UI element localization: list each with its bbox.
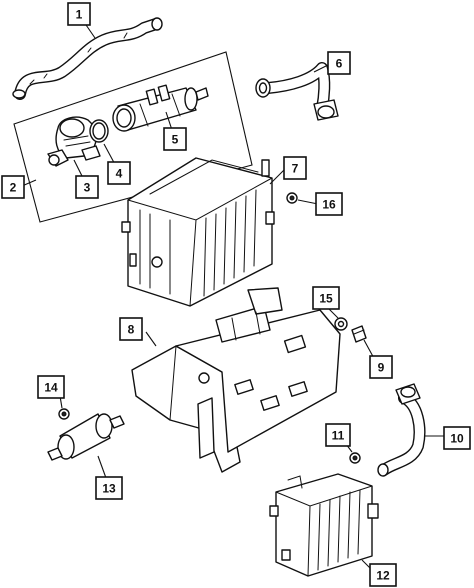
callout-11-label: 11: [332, 429, 345, 443]
callout-7-label: 7: [292, 162, 299, 176]
callout-12-label: 12: [376, 569, 390, 583]
callout-11: 11: [325, 423, 351, 447]
part-clip-nut: [286, 192, 298, 204]
part-o-ring: [89, 119, 109, 143]
part-filter-nut: [58, 408, 70, 420]
assembly-group-outline: [13, 51, 253, 223]
callout-15: 15: [312, 286, 340, 310]
part-vapor-canister: [121, 157, 275, 307]
callout-3: 3: [75, 175, 99, 199]
callout-15-label: 15: [319, 292, 333, 306]
part-pump-cylinder: [112, 84, 209, 132]
callout-4-label: 4: [116, 167, 123, 181]
callout-10: 10: [443, 426, 471, 450]
part-lower-canister: [269, 473, 379, 577]
callout-6: 6: [327, 51, 351, 75]
callout-3-label: 3: [84, 181, 91, 195]
callout-5-label: 5: [172, 133, 179, 147]
callout-1-label: 1: [76, 8, 83, 22]
callout-8-label: 8: [128, 323, 135, 337]
callout-2-label: 2: [10, 181, 17, 195]
callout-8: 8: [119, 317, 143, 341]
callout-7: 7: [283, 156, 307, 180]
part-valve-body: [47, 116, 101, 167]
callout-13: 13: [95, 476, 123, 500]
callout-14-label: 14: [44, 381, 58, 395]
part-bolt: [351, 325, 367, 343]
part-hose-upper: [12, 17, 163, 100]
callout-9: 9: [369, 355, 393, 379]
leader-lines: [21, 21, 444, 573]
callout-14: 14: [37, 375, 65, 399]
part-filter: [47, 413, 125, 461]
part-nut: [349, 452, 361, 464]
callout-12: 12: [369, 563, 397, 587]
part-mounting-bracket: [131, 287, 341, 473]
part-hose-fittings: [255, 62, 339, 121]
callout-6-label: 6: [336, 57, 343, 71]
callout-5: 5: [163, 127, 187, 151]
callout-13-label: 13: [102, 482, 116, 496]
callout-1: 1: [67, 2, 91, 26]
callout-16: 16: [315, 192, 343, 216]
callout-9-label: 9: [378, 361, 385, 375]
callout-16-label: 16: [322, 198, 336, 212]
callout-10-label: 10: [450, 432, 464, 446]
part-hose-lower: [377, 383, 426, 477]
callout-4: 4: [107, 161, 131, 185]
part-washer: [334, 317, 348, 331]
callout-2: 2: [1, 175, 25, 199]
